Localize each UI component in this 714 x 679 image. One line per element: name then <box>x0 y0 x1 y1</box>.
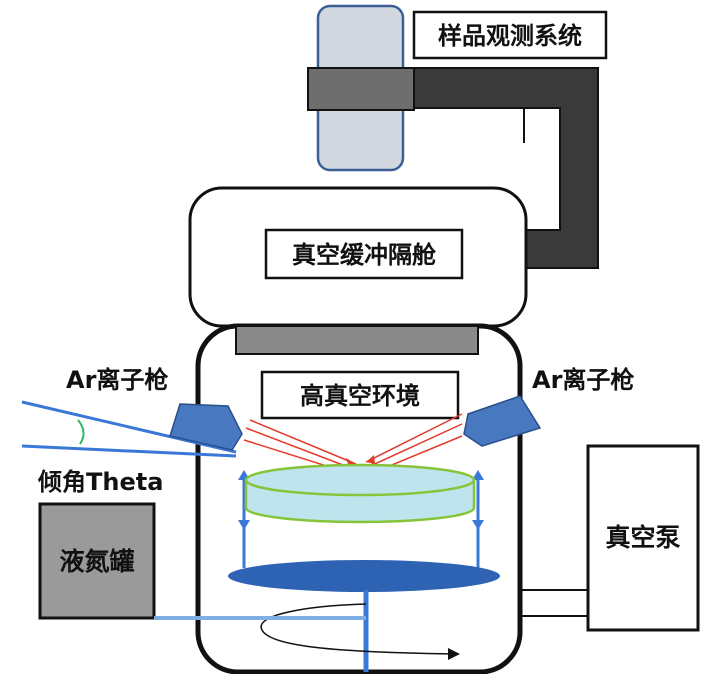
buffer-label-box <box>264 228 464 280</box>
rotation-arrow <box>260 603 453 655</box>
sample-pillars <box>238 470 484 568</box>
vacuum-pump <box>586 444 700 632</box>
tilt-angle-arc <box>77 419 85 445</box>
rotation-arrowhead <box>448 648 460 660</box>
buffer-chamber-label: 真空缓冲隔舱 <box>292 241 437 269</box>
ion-gun-right <box>463 395 542 447</box>
high-vacuum-label: 高真空环境 <box>300 382 420 410</box>
beam-line-upper <box>21 400 237 454</box>
ar-gun-left-label: Ar离子枪 <box>66 366 168 394</box>
tilt-angle-label: 倾角Theta <box>37 468 163 496</box>
ar-gun-right-label: Ar离子枪 <box>532 366 634 394</box>
observation-label-box <box>412 10 608 60</box>
ln2-tank <box>38 502 156 620</box>
high-vacuum-label-box <box>260 370 460 420</box>
chamber-flange <box>235 325 479 355</box>
pump-pipe <box>520 589 588 617</box>
stage-disk <box>228 560 500 592</box>
vacuum-pump-label: 真空泵 <box>605 523 680 552</box>
camera-clamp <box>307 67 415 111</box>
ln2-tank-label: 液氮罐 <box>59 547 134 576</box>
sample-disk <box>244 463 476 524</box>
beam-line-lower <box>21 444 237 458</box>
ion-gun-left <box>169 403 243 451</box>
observation-system-label: 样品观测系统 <box>438 22 582 50</box>
